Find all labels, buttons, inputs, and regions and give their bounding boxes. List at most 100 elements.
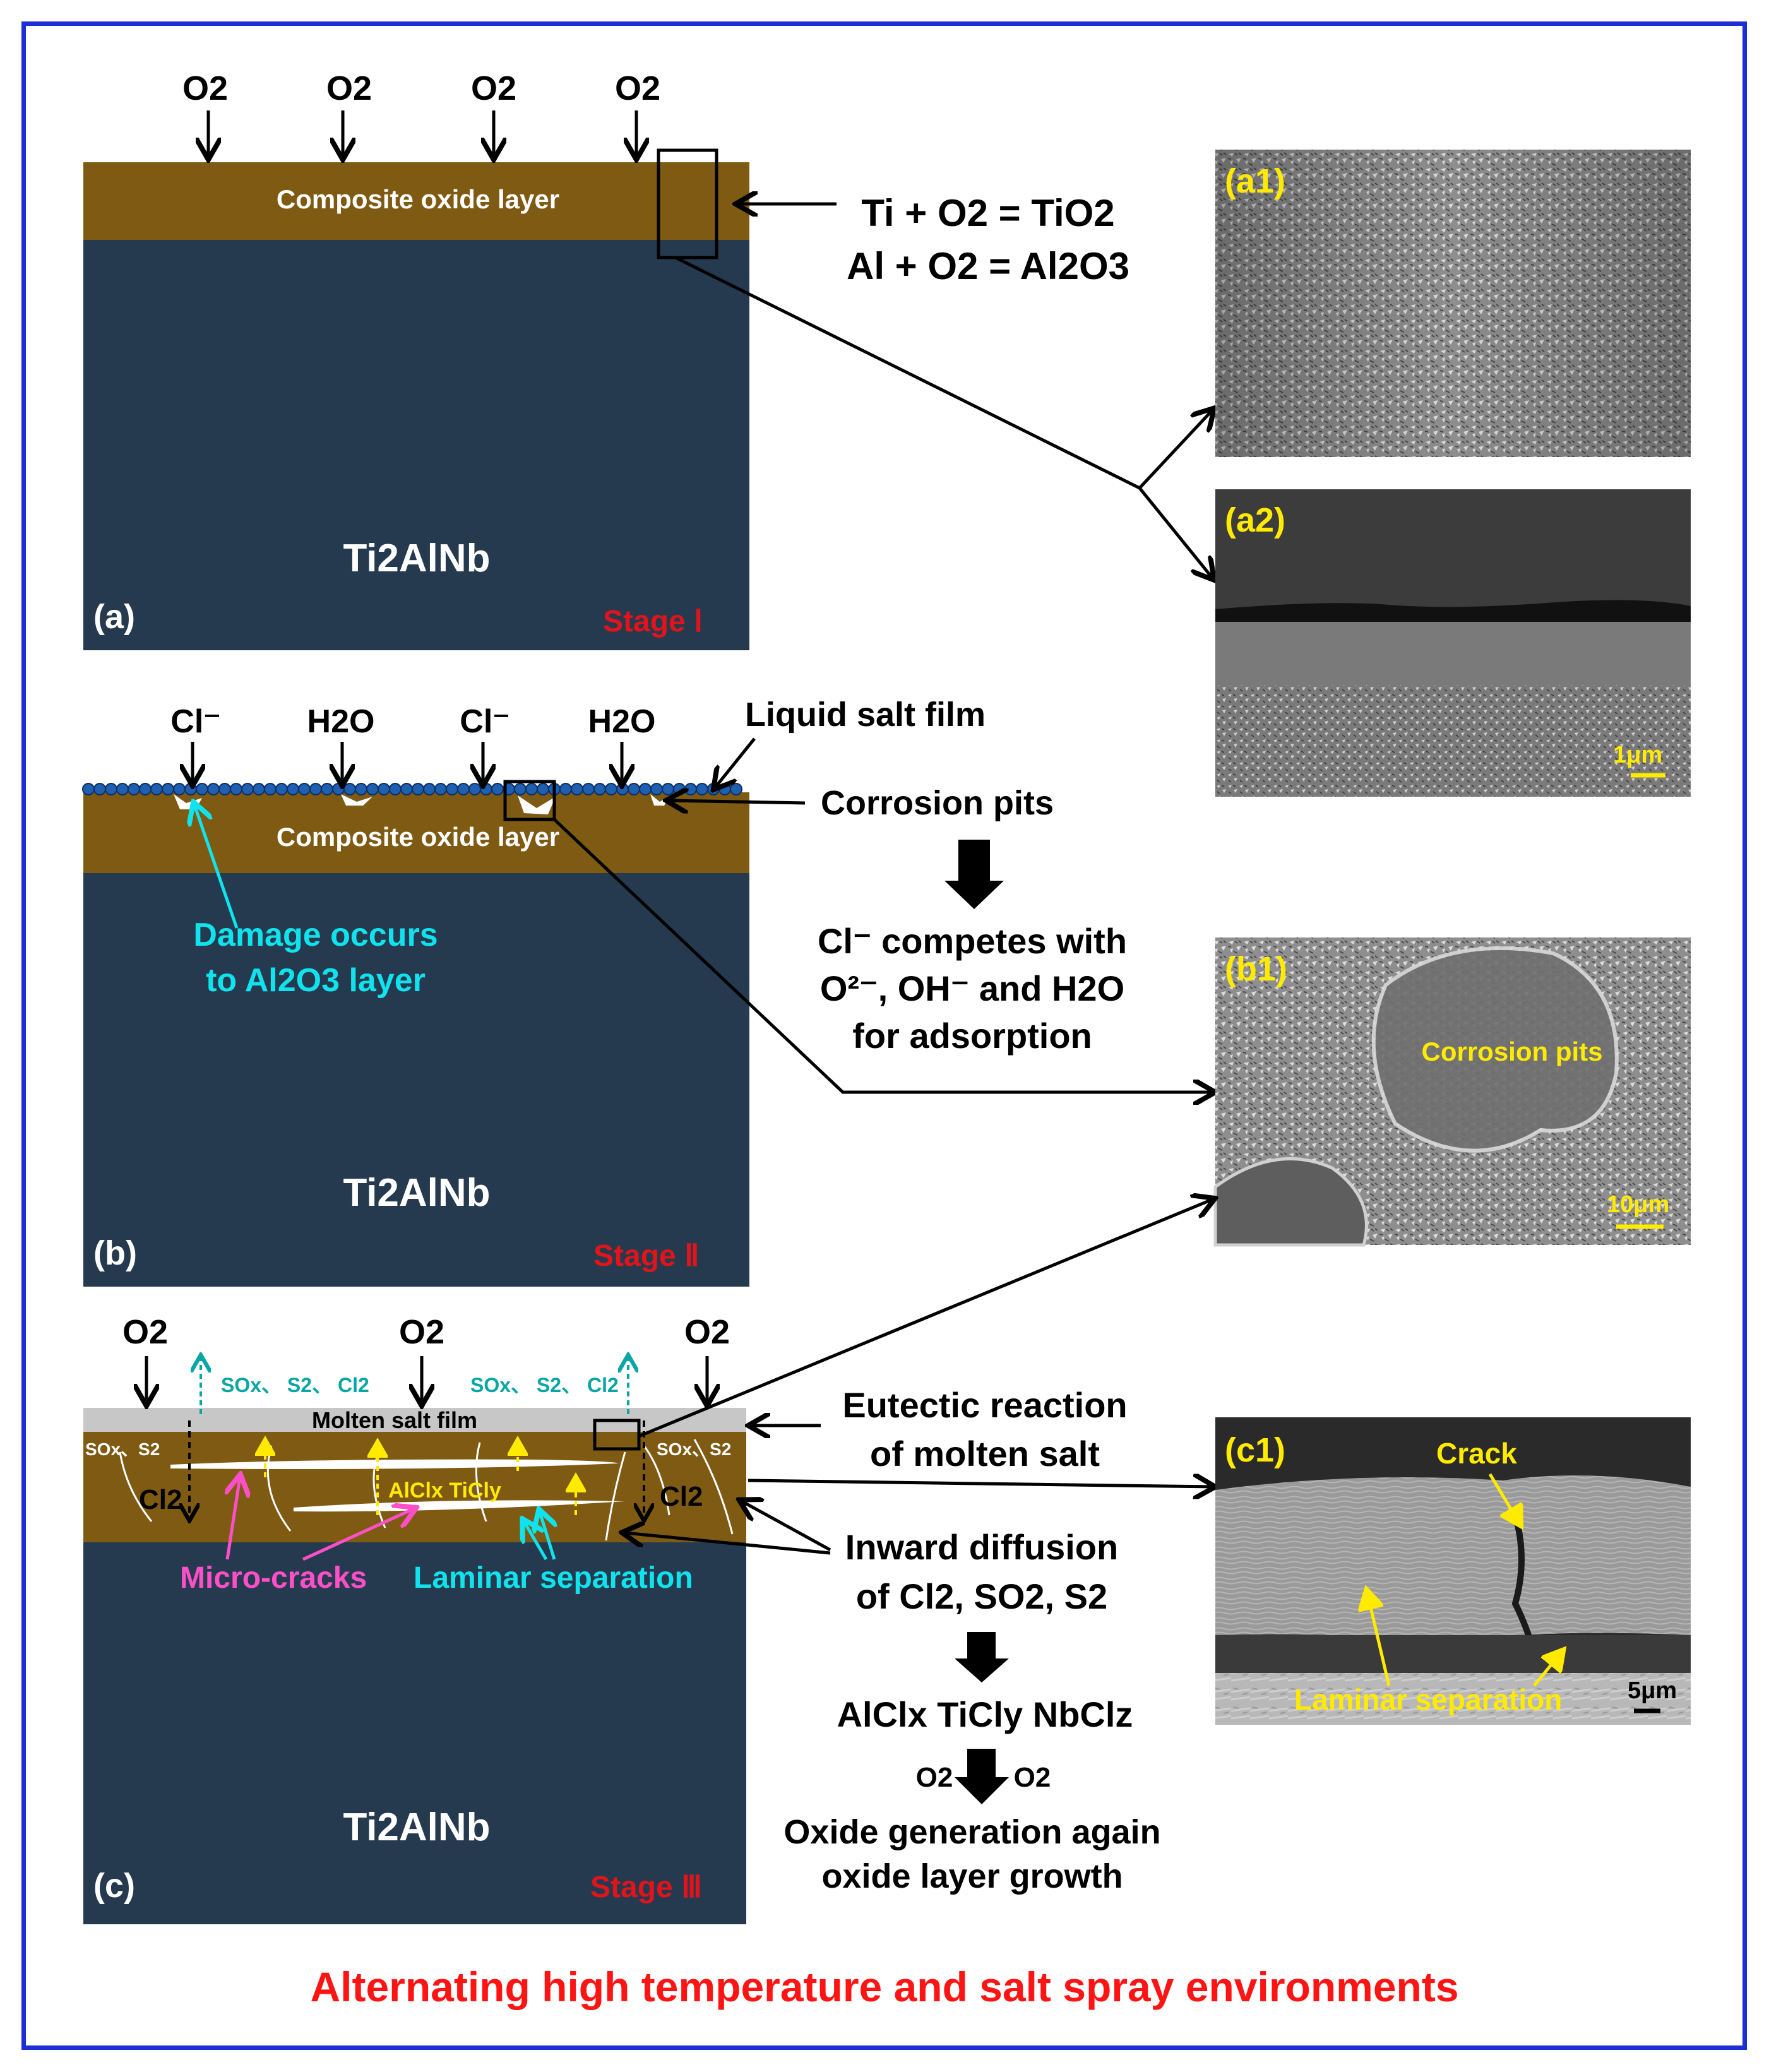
sox-s2-left: SOx、S2 <box>85 1439 160 1459</box>
salt-droplet <box>139 783 152 795</box>
h2o-label: H2O <box>588 703 656 740</box>
sem-image-c1: (c1) Crack Laminar separation 5μm <box>1215 1417 1691 1725</box>
zoom-box-a <box>657 148 718 259</box>
laminar-arrow <box>524 1521 548 1561</box>
substrate-b <box>83 873 749 1287</box>
sem-oxide <box>1215 622 1691 685</box>
salt-droplet <box>128 783 140 795</box>
salt-droplet <box>571 783 583 795</box>
o2-arrows-a: O2 O2 O2 O2 <box>182 69 660 157</box>
zoom-box-b <box>503 780 556 821</box>
inline-chlorides: AlClx TiCly <box>388 1479 501 1503</box>
salt-film-arrow <box>715 737 756 787</box>
sox-s2-right: SOx、S2 <box>657 1439 731 1459</box>
figure-frame <box>21 21 1747 2050</box>
salt-droplet <box>525 783 538 795</box>
salt-film-label: Liquid salt film <box>745 696 986 734</box>
cl2-right: Cl2 <box>660 1481 703 1512</box>
salt-droplet <box>423 783 436 795</box>
salt-droplet <box>343 783 356 795</box>
chlorides-label: AlClx TiCly NbClz <box>837 1694 1133 1734</box>
salt-droplet <box>378 783 390 795</box>
block-arrow <box>955 1632 1009 1682</box>
stage-label-b: Stage Ⅱ <box>593 1239 700 1273</box>
o2-label: O2 <box>399 1313 444 1351</box>
salt-droplet <box>446 783 458 795</box>
sem-laminar-label: Laminar separation <box>1294 1683 1562 1716</box>
reaction-2: Al + O2 = Al2O3 <box>847 245 1129 287</box>
salt-droplet <box>116 783 129 795</box>
laminar-cracks <box>170 1459 625 1512</box>
salt-droplet <box>468 783 481 795</box>
o2-label: O2 <box>684 1313 730 1351</box>
molten-label: Molten salt film <box>312 1407 477 1433</box>
regen-2: oxide layer growth <box>821 1857 1123 1895</box>
salt-droplet <box>241 783 254 795</box>
cl2-left: Cl2 <box>139 1484 182 1515</box>
salt-droplet <box>662 783 674 795</box>
micro-cracks-arrow <box>302 1509 414 1561</box>
inward-2: of Cl2, SO2, S2 <box>856 1576 1107 1616</box>
oxide-label-b: Composite oxide layer <box>277 822 559 852</box>
compete-3: for adsorption <box>852 1016 1092 1056</box>
salt-droplet <box>366 783 379 795</box>
salt-droplet <box>457 783 470 795</box>
pits-arrow <box>669 801 806 803</box>
scale-bar-label: 1μm <box>1613 742 1662 768</box>
pits-label: Corrosion pits <box>821 784 1054 822</box>
connector-b1 <box>553 818 1212 1092</box>
cl-label: Cl⁻ <box>460 703 509 740</box>
footer-caption: Alternating high temperature and salt sp… <box>310 1963 1458 2010</box>
crack-arrow <box>1488 1473 1520 1525</box>
substrate-label-c: Ti2AlNb <box>343 1806 490 1849</box>
laminar-arrow-sem <box>1533 1651 1563 1687</box>
laminar-label: Laminar separation <box>414 1561 693 1595</box>
micro-cracks-label: Micro-cracks <box>180 1561 367 1595</box>
salt-droplet <box>514 783 527 795</box>
sem-image-a1: (a1) <box>1215 150 1691 457</box>
inward-arrow <box>625 1533 831 1555</box>
salt-droplet <box>332 783 345 795</box>
reaction-1: Ti + O2 = TiO2 <box>861 192 1114 234</box>
salt-droplet <box>673 783 686 795</box>
sem-pits-label: Corrosion pits <box>1421 1037 1602 1066</box>
sem-shading <box>1215 150 1691 457</box>
salt-droplet <box>537 783 549 795</box>
salt-droplet <box>434 783 447 795</box>
salt-droplet <box>605 783 617 795</box>
o2-label: O2 <box>326 69 372 107</box>
o2-label: O2 <box>615 69 660 107</box>
sem-resin <box>1215 489 1691 609</box>
panel-id-b: (b) <box>93 1234 137 1272</box>
salt-droplet <box>253 783 265 795</box>
micro-crack-lines <box>119 1439 734 1541</box>
salt-droplet <box>298 783 311 795</box>
salt-droplet <box>650 783 663 795</box>
stage-label-c: Stage Ⅲ <box>590 1871 702 1904</box>
substrate-label-b: Ti2AlNb <box>343 1171 490 1215</box>
salt-droplet <box>150 783 163 795</box>
pit-outline <box>1213 1157 1368 1247</box>
salt-droplet <box>718 783 731 795</box>
salt-droplet <box>207 783 220 795</box>
salt-droplet <box>559 783 572 795</box>
sem-image-b1: (b1) Corrosion pits 10μm <box>1213 938 1691 1247</box>
sem-image-a2: (a2) 1μm <box>1215 489 1691 797</box>
o2-label: O2 <box>122 1313 168 1351</box>
sem-label-b1: (b1) <box>1225 950 1287 988</box>
h2o-label: H2O <box>307 703 375 740</box>
sem-gap <box>1215 600 1691 625</box>
panel-b: Composite oxide layer Damage occurs to A… <box>82 696 1212 1287</box>
chloride-escape-arrows <box>265 1441 576 1515</box>
oxide-layer-a <box>83 162 749 240</box>
laminar-arrow-sem <box>1367 1591 1391 1686</box>
salt-droplet <box>491 783 504 795</box>
connector-c1 <box>748 1480 1212 1487</box>
sem-crack-label: Crack <box>1436 1437 1517 1470</box>
inward-arrow <box>742 1501 831 1552</box>
o2-label: O2 <box>182 69 228 107</box>
sem-gap <box>1215 1635 1691 1673</box>
sem-label-a1: (a1) <box>1225 162 1285 200</box>
inward-1: Inward diffusion <box>845 1527 1118 1567</box>
